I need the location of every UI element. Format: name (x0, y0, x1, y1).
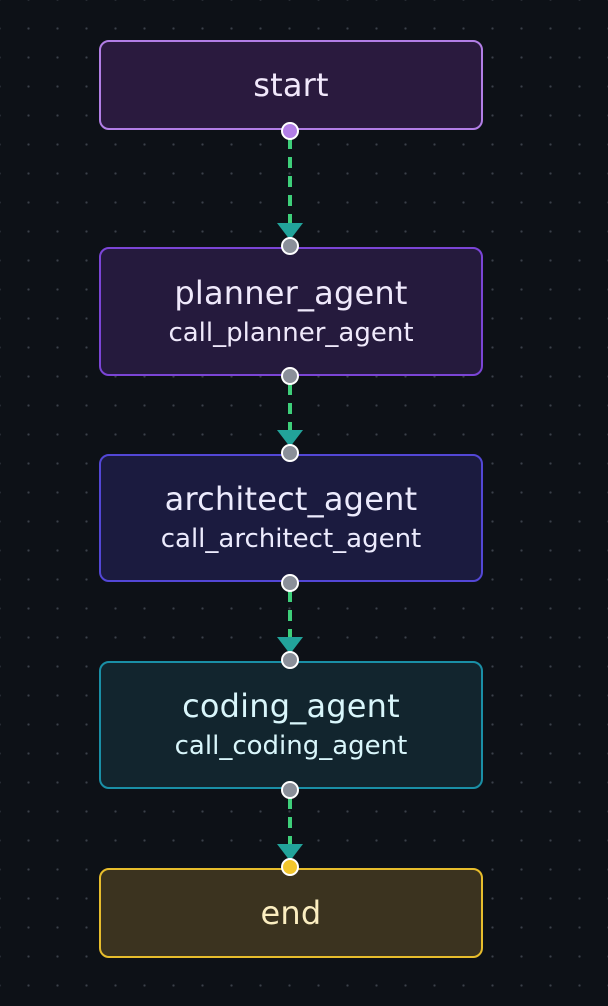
coding-source-handle[interactable] (281, 781, 299, 799)
node-coding-agent-subtitle: call_coding_agent (174, 731, 408, 761)
architect-source-handle[interactable] (281, 574, 299, 592)
edge-architect-to-coding[interactable] (277, 591, 303, 654)
node-planner-agent[interactable]: planner_agent call_planner_agent (99, 247, 483, 376)
node-planner-agent-title: planner_agent (174, 273, 408, 312)
node-start[interactable]: start (99, 40, 483, 130)
node-end[interactable]: end (99, 868, 483, 958)
planner-source-handle[interactable] (281, 367, 299, 385)
node-architect-agent[interactable]: architect_agent call_architect_agent (99, 454, 483, 582)
node-end-title: end (260, 894, 322, 932)
node-architect-agent-title: architect_agent (164, 480, 418, 518)
edge-start-to-planner[interactable] (277, 138, 303, 240)
architect-target-handle[interactable] (281, 444, 299, 462)
edge-planner-to-architect[interactable] (277, 384, 303, 447)
node-coding-agent-title: coding_agent (182, 687, 400, 725)
edge-coding-to-end[interactable] (277, 798, 303, 861)
planner-target-handle[interactable] (281, 237, 299, 255)
start-source-handle[interactable] (281, 122, 299, 140)
node-planner-agent-subtitle: call_planner_agent (168, 317, 414, 348)
node-coding-agent[interactable]: coding_agent call_coding_agent (99, 661, 483, 789)
coding-target-handle[interactable] (281, 651, 299, 669)
node-start-title: start (253, 66, 329, 104)
node-architect-agent-subtitle: call_architect_agent (160, 524, 422, 554)
end-target-handle[interactable] (281, 858, 299, 876)
